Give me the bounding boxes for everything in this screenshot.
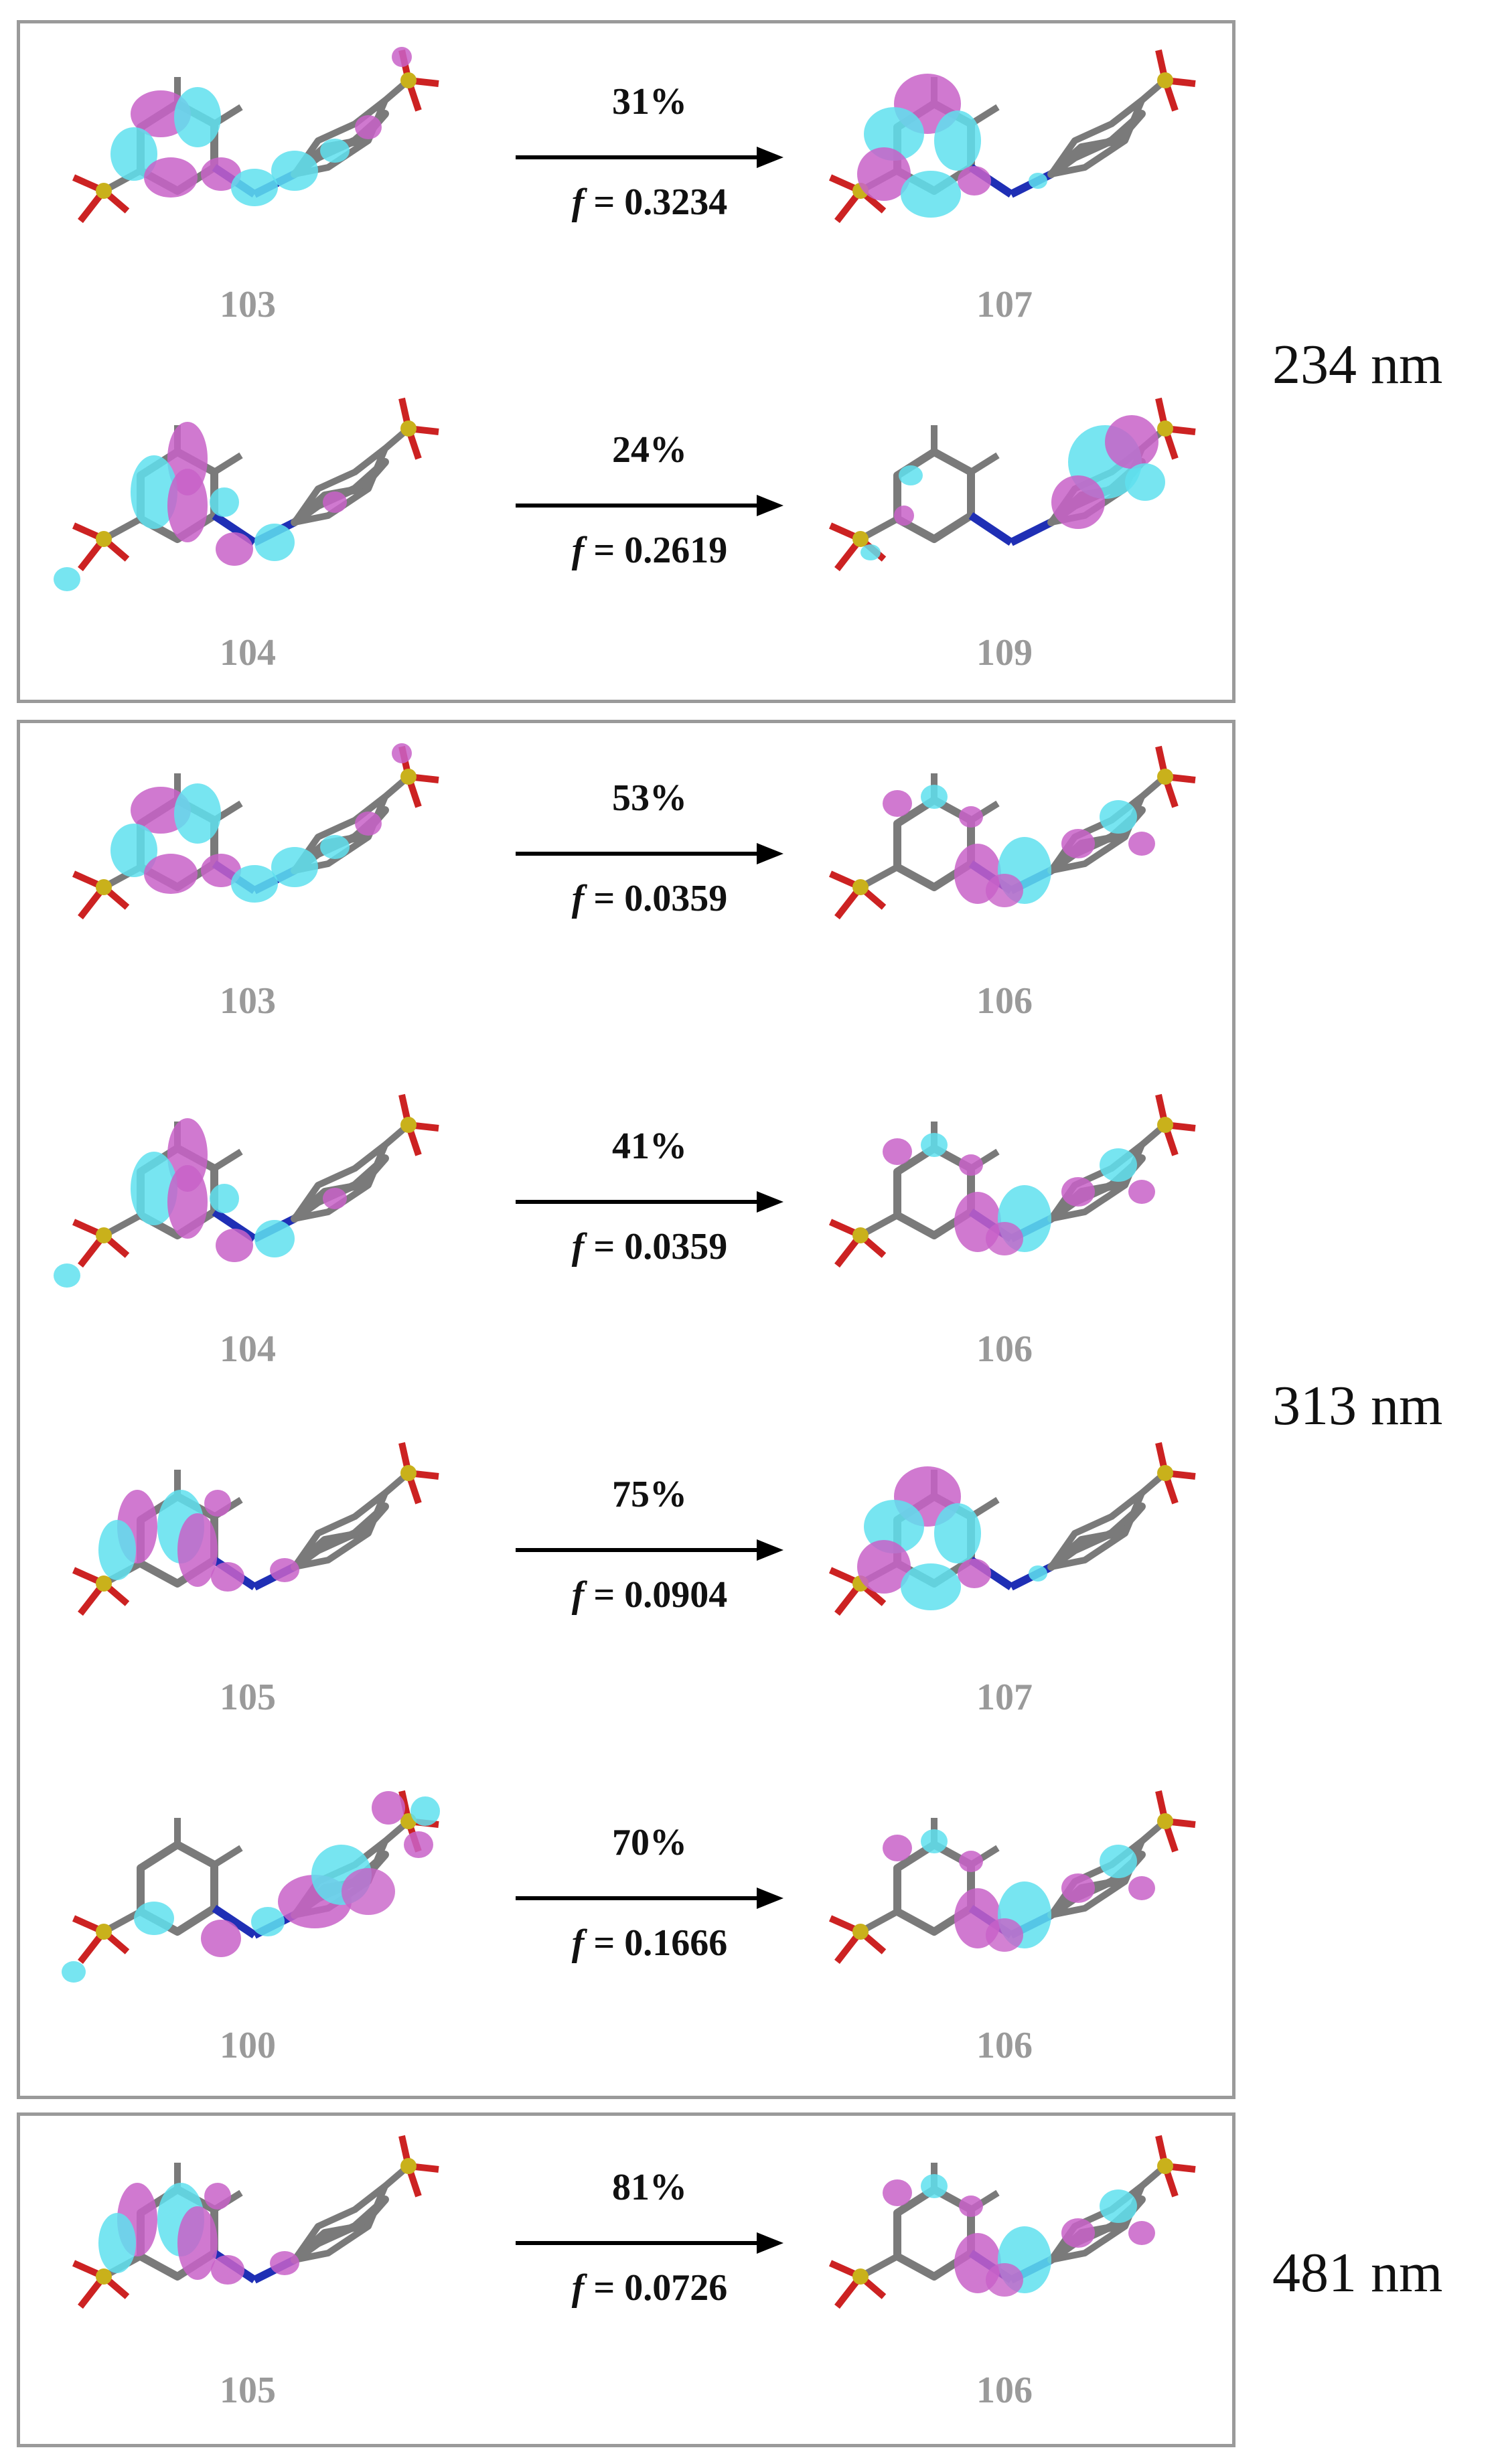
orbital-to: 106	[810, 737, 1199, 1022]
contribution-percent: 53%	[612, 777, 687, 819]
arrow-right-icon	[516, 1539, 783, 1561]
contribution-percent: 81%	[612, 2167, 687, 2208]
arrow-right-icon	[516, 843, 783, 864]
orbital-to: 107	[810, 1433, 1199, 1718]
mo-to-label: 106	[976, 980, 1033, 1022]
arrow-right-icon	[516, 147, 783, 168]
f-value: = 0.0359	[584, 878, 728, 919]
mo-from-label: 103	[220, 284, 276, 325]
oscillator-strength: f = 0.1666	[489, 1922, 810, 1965]
f-value: = 0.3234	[584, 181, 728, 223]
molecule-orbital-icon	[810, 737, 1199, 984]
f-value: = 0.0359	[584, 1226, 728, 1267]
molecule-orbital-icon	[54, 1085, 442, 1332]
orbital-from: 104	[54, 1085, 442, 1370]
contribution-percent: 24%	[612, 429, 687, 471]
orbital-to: 106	[810, 2126, 1199, 2411]
f-symbol: f	[571, 2267, 585, 2309]
arrow-right-icon	[516, 1191, 783, 1213]
transition-info: 81% f = 0.0726	[489, 2166, 810, 2367]
mo-from-label: 104	[220, 632, 276, 674]
wavelength-label: 234 nm	[1272, 333, 1443, 396]
panel-313nm: 103 53% f = 0.0359 106 104 41% f = 0.035…	[17, 720, 1235, 2099]
mo-to-label: 107	[976, 1677, 1033, 1718]
mo-from-label: 103	[220, 980, 276, 1022]
orbital-from: 103	[54, 737, 442, 1022]
mo-from-label: 104	[220, 1328, 276, 1370]
orbital-to: 109	[810, 388, 1199, 674]
orbital-to: 107	[810, 40, 1199, 325]
oscillator-strength: f = 0.0726	[489, 2266, 810, 2309]
transition-info: 53% f = 0.0359	[489, 777, 810, 978]
molecule-orbital-icon	[810, 388, 1199, 636]
f-value: = 0.2619	[584, 530, 728, 571]
transition-info: 75% f = 0.0904	[489, 1473, 810, 1674]
mo-from-label: 105	[220, 1677, 276, 1718]
oscillator-strength: f = 0.0359	[489, 877, 810, 920]
mo-to-label: 106	[976, 2370, 1033, 2411]
molecule-orbital-icon	[54, 1433, 442, 1681]
mo-to-label: 106	[976, 1328, 1033, 1370]
molecule-orbital-icon	[810, 1085, 1199, 1332]
molecule-orbital-icon	[810, 2126, 1199, 2374]
contribution-percent: 75%	[612, 1474, 687, 1515]
arrow-right-icon	[516, 1888, 783, 1909]
mo-from-label: 100	[220, 2025, 276, 2066]
orbital-to: 106	[810, 1085, 1199, 1370]
molecule-orbital-icon	[54, 40, 442, 288]
arrow-right-icon	[516, 495, 783, 516]
f-symbol: f	[571, 530, 585, 571]
molecule-orbital-icon	[54, 1781, 442, 2029]
orbital-from: 100	[54, 1781, 442, 2066]
molecule-orbital-icon	[54, 2126, 442, 2374]
f-symbol: f	[571, 181, 585, 223]
f-value: = 0.0904	[584, 1574, 728, 1616]
molecule-orbital-icon	[810, 1433, 1199, 1681]
f-symbol: f	[571, 878, 585, 919]
contribution-percent: 41%	[612, 1126, 687, 1167]
contribution-percent: 70%	[612, 1822, 687, 1863]
wavelength-label: 481 nm	[1272, 2242, 1443, 2304]
molecule-orbital-icon	[54, 388, 442, 636]
panel-481nm: 105 81% f = 0.0726 106	[17, 2112, 1235, 2447]
f-symbol: f	[571, 1226, 585, 1267]
molecule-orbital-icon	[54, 737, 442, 984]
transition-info: 41% f = 0.0359	[489, 1125, 810, 1326]
transition-info: 70% f = 0.1666	[489, 1821, 810, 2022]
transition-info: 24% f = 0.2619	[489, 429, 810, 629]
transition-info: 31% f = 0.3234	[489, 80, 810, 281]
orbital-from: 104	[54, 388, 442, 674]
f-value: = 0.1666	[584, 1922, 728, 1964]
orbital-to: 106	[810, 1781, 1199, 2066]
mo-to-label: 109	[976, 632, 1033, 674]
mo-from-label: 105	[220, 2370, 276, 2411]
panel-234nm: 103 31% f = 0.3234 107 104 24% f = 0.261…	[17, 20, 1235, 703]
oscillator-strength: f = 0.3234	[489, 181, 810, 224]
f-value: = 0.0726	[584, 2267, 728, 2309]
molecule-orbital-icon	[810, 1781, 1199, 2029]
oscillator-strength: f = 0.0359	[489, 1225, 810, 1268]
arrow-right-icon	[516, 2232, 783, 2254]
orbital-from: 105	[54, 2126, 442, 2411]
mo-to-label: 107	[976, 284, 1033, 325]
orbital-from: 105	[54, 1433, 442, 1718]
oscillator-strength: f = 0.0904	[489, 1573, 810, 1616]
wavelength-label: 313 nm	[1272, 1375, 1443, 1437]
mo-to-label: 106	[976, 2025, 1033, 2066]
contribution-percent: 31%	[612, 81, 687, 123]
f-symbol: f	[571, 1574, 585, 1616]
f-symbol: f	[571, 1922, 585, 1964]
molecule-orbital-icon	[810, 40, 1199, 288]
orbital-from: 103	[54, 40, 442, 325]
oscillator-strength: f = 0.2619	[489, 529, 810, 572]
